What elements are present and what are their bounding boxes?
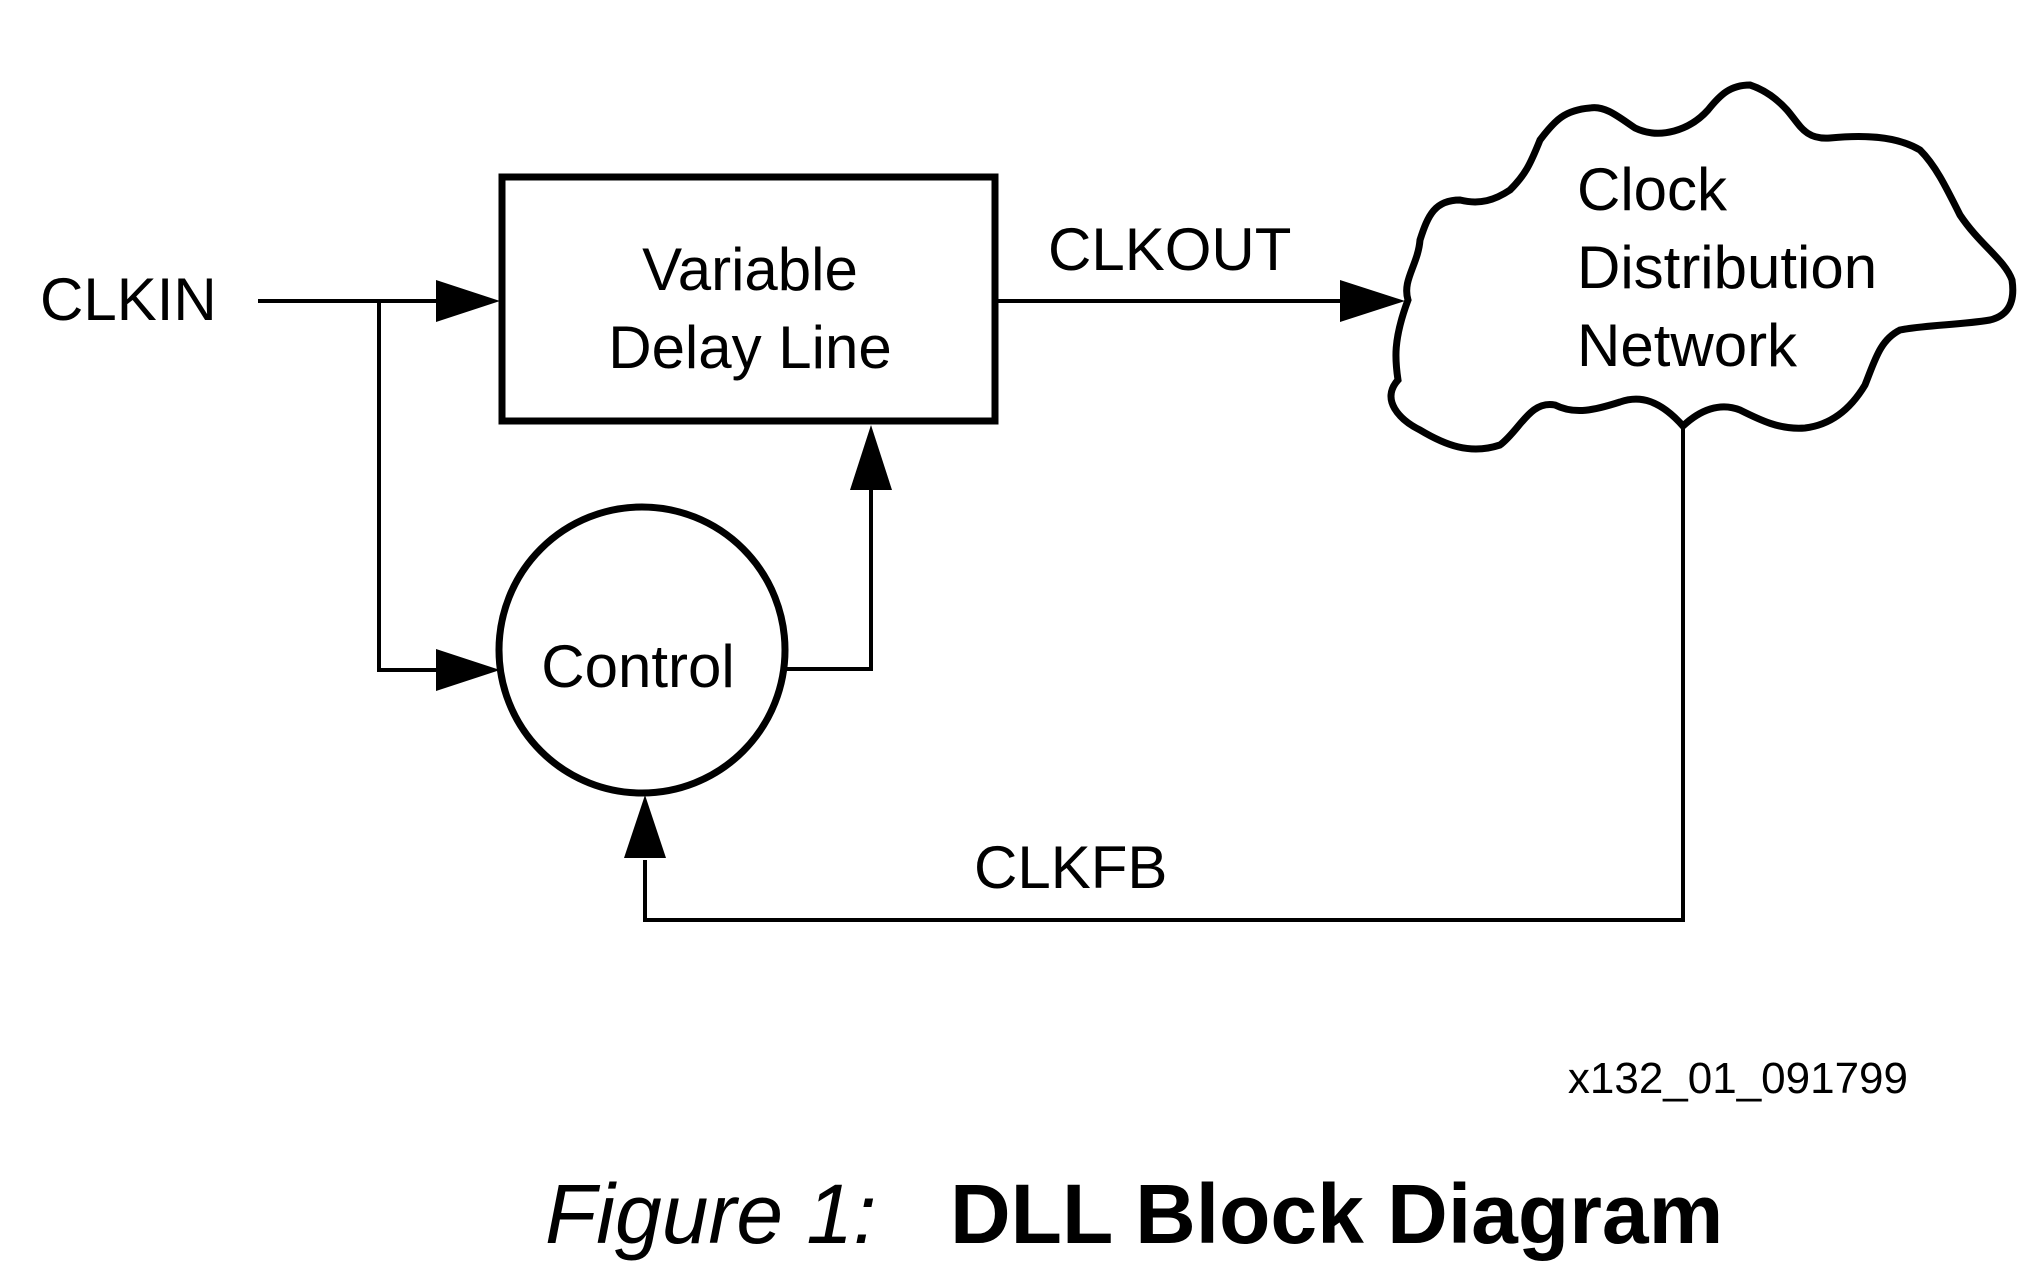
variable-delay-line-block [498,173,999,425]
clkin-branch-wire [377,301,440,672]
control-to-delay-wire [787,488,873,671]
clkfb-label: CLKFB [974,834,1167,901]
clkfb-arrowhead [624,795,666,858]
figure-reference-code: x132_01_091799 [1568,1054,1908,1103]
clkin-to-control-arrowhead [436,649,500,691]
control-block [495,503,789,797]
delay-line-label-line2: Delay Line [608,314,892,381]
control-label: Control [541,633,734,700]
clkout-label: CLKOUT [1048,216,1291,283]
network-label-line2: Distribution [1577,234,1877,301]
control-to-delay-arrowhead [850,425,892,490]
clkfb-wire [643,428,1685,922]
network-label-line3: Network [1577,312,1798,379]
figure-caption-title: DLL Block Diagram [950,1167,1723,1261]
clock-distribution-network-cloud [1387,81,2017,453]
clkout-arrowhead [1340,280,1405,322]
clkin-label: CLKIN [40,266,217,333]
clkin-to-delay-arrowhead [436,280,500,322]
figure-caption-prefix: Figure 1: [545,1167,877,1261]
network-label-line1: Clock [1577,156,1728,223]
delay-line-label-line1: Variable [642,236,858,303]
